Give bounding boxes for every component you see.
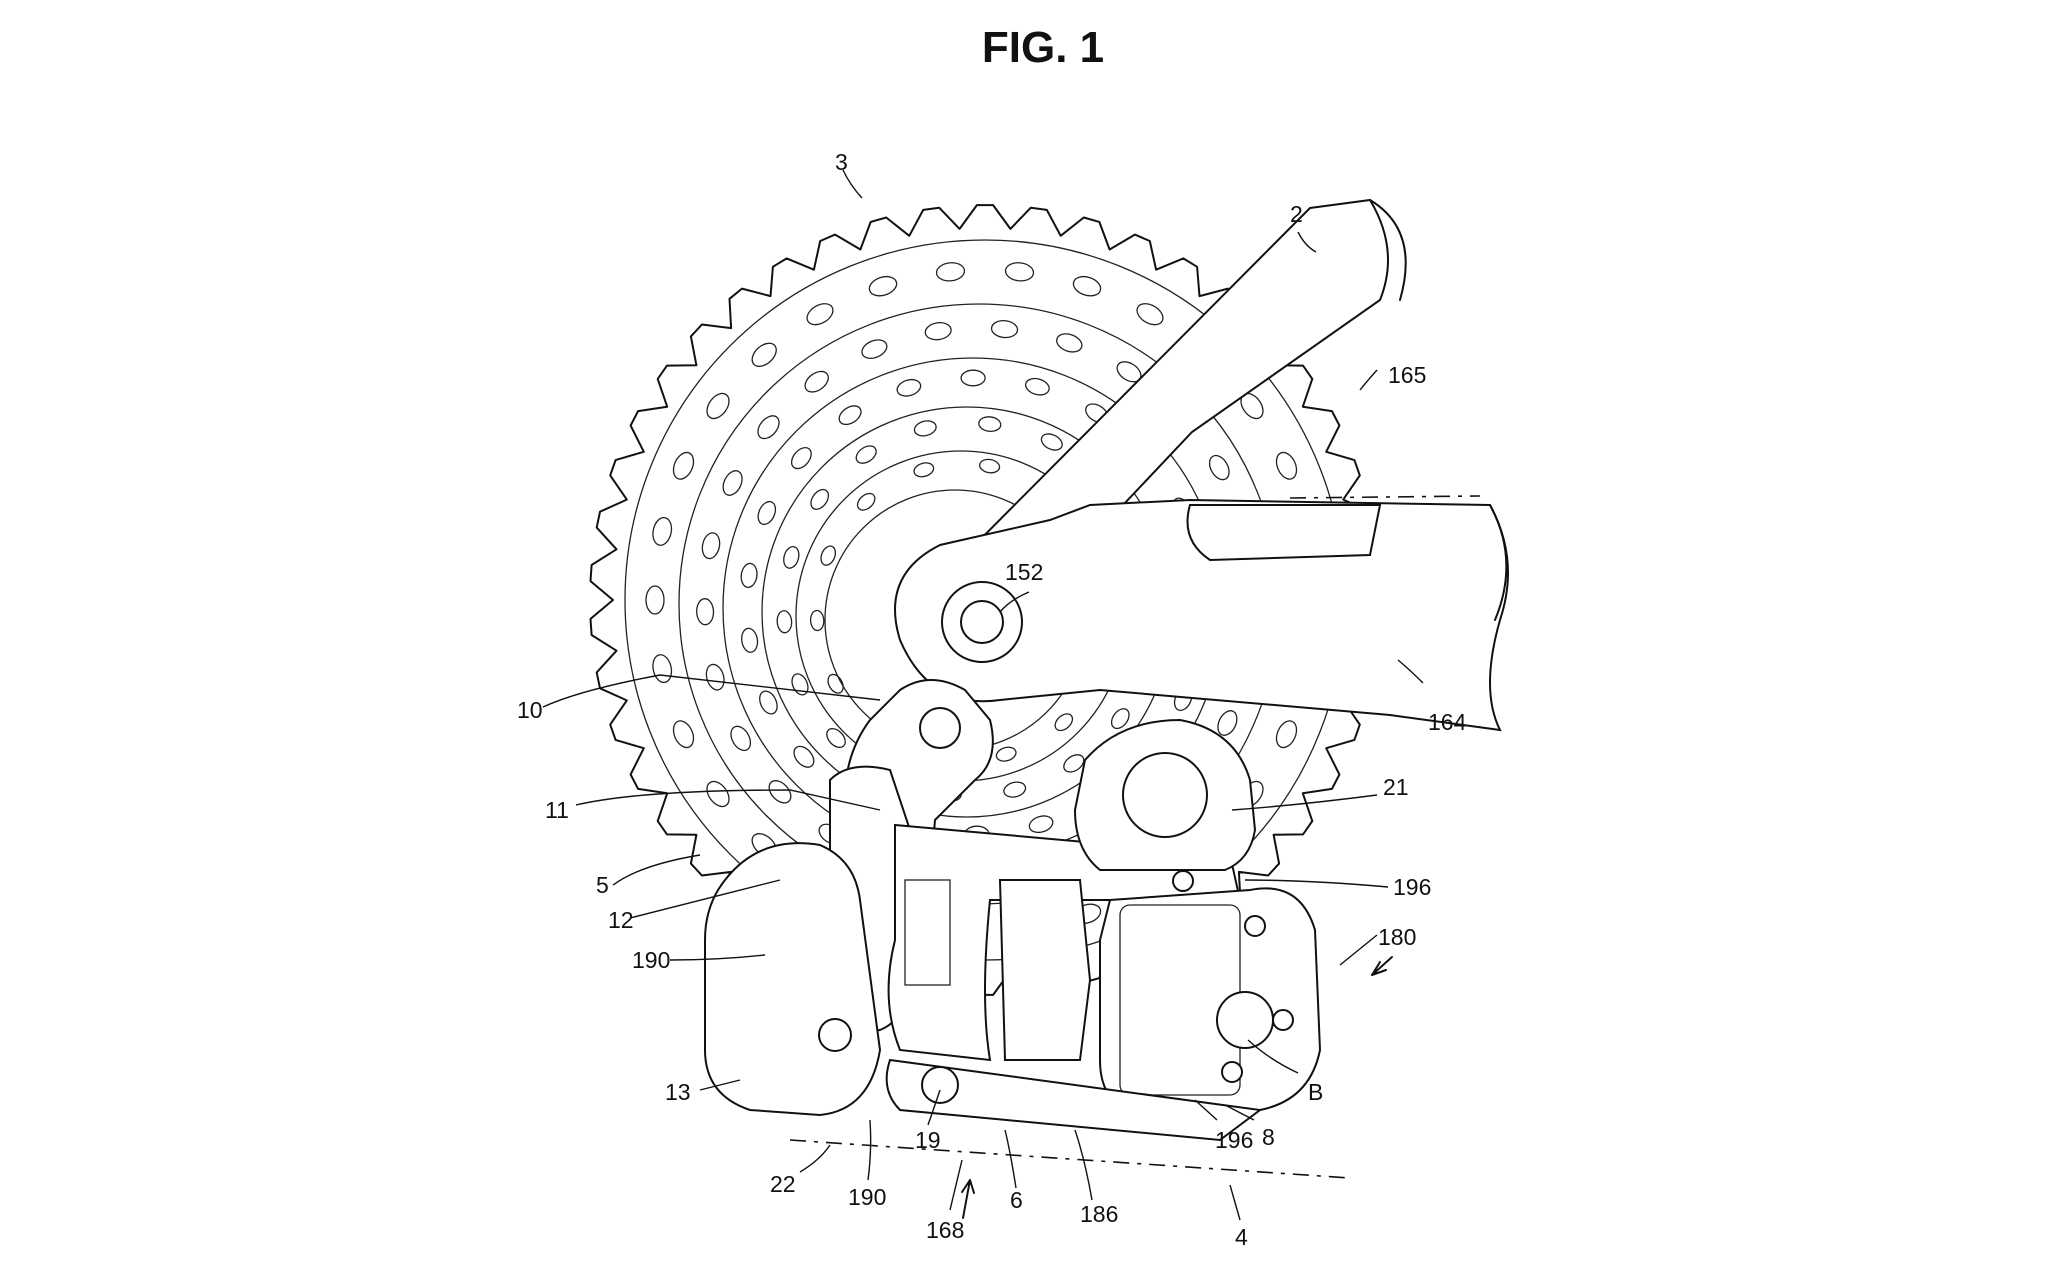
- motor-cap: [1122, 752, 1208, 838]
- label-6: 6: [1010, 1187, 1023, 1213]
- housing-bolt-2: [1272, 1009, 1294, 1031]
- label-3: 3: [835, 149, 848, 175]
- label-13: 13: [665, 1079, 691, 1105]
- battery-button: [1216, 991, 1274, 1049]
- reference-numerals: 3 2 165 152 10 164 11 21 5 196 12 180 19…: [517, 149, 1467, 1250]
- label-8: 8: [1262, 1124, 1275, 1150]
- arrow-168: [961, 1179, 975, 1219]
- leader-lines: [542, 169, 1424, 1221]
- frame-window: [1186, 504, 1382, 562]
- housing-bolt-4: [1172, 870, 1194, 892]
- figure-title: FIG. 1: [982, 23, 1104, 72]
- cage-plate: [704, 842, 882, 1117]
- axle-hole: [960, 600, 1004, 644]
- label-12: 12: [608, 907, 634, 933]
- label-22: 22: [770, 1171, 796, 1197]
- lower-link: [885, 1058, 1263, 1142]
- cable-grip: [904, 879, 951, 986]
- pivot-bolt: [919, 707, 961, 749]
- frame-edge: [1369, 199, 1407, 301]
- label-196a: 196: [1393, 874, 1431, 900]
- inner-window: [998, 879, 1092, 1061]
- bicycle-frame: [894, 198, 1509, 732]
- label-19: 19: [915, 1127, 941, 1153]
- label-165: 165: [1388, 362, 1426, 388]
- label-5: 5: [596, 872, 609, 898]
- cage-bolt: [818, 1018, 852, 1052]
- label-11: 11: [545, 797, 569, 823]
- battery-housing: [1099, 887, 1322, 1111]
- label-190a: 190: [632, 947, 670, 973]
- parallelogram-link: [887, 823, 1242, 1062]
- label-B: B: [1308, 1079, 1323, 1105]
- axis-line-upper: [1289, 495, 1481, 499]
- label-164: 164: [1428, 709, 1467, 735]
- label-2: 2: [1290, 201, 1303, 227]
- label-4: 4: [1235, 1224, 1248, 1250]
- housing-bolt-3: [1221, 1061, 1243, 1083]
- label-196b: 196: [1215, 1127, 1253, 1153]
- lower-bolt: [921, 1066, 959, 1104]
- label-21: 21: [1383, 774, 1409, 800]
- housing-bolt-1: [1244, 915, 1266, 937]
- label-180: 180: [1378, 924, 1416, 950]
- rear-derailleur: [704, 679, 1322, 1142]
- label-190b: 190: [848, 1184, 886, 1210]
- label-152: 152: [1005, 559, 1043, 585]
- label-168: 168: [926, 1217, 964, 1243]
- frame-cut: [1489, 504, 1508, 621]
- arrow-180: [1371, 956, 1393, 976]
- label-10: 10: [517, 697, 543, 723]
- label-186: 186: [1080, 1201, 1118, 1227]
